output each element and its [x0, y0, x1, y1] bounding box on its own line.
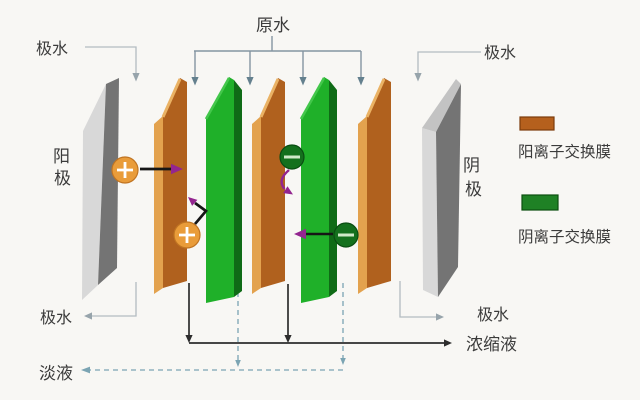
membrane-edge [154, 116, 163, 294]
membrane-edge [358, 116, 367, 294]
cation-pass-arrowhead [171, 163, 183, 175]
membrane-face [261, 78, 285, 288]
dilute-arrowheads [81, 358, 346, 374]
down-arrow-icon [340, 358, 346, 365]
membrane-top-edge [204, 77, 231, 120]
membrane-edge [329, 80, 337, 297]
membrane-face [206, 77, 234, 303]
raw-water-feed [194, 36, 362, 77]
down-arrow-icon [299, 77, 307, 86]
membrane-top-edge [299, 77, 326, 120]
concentrate-label: 浓缩液 [466, 335, 517, 354]
dilute-label: 淡液 [39, 364, 73, 383]
cation-ion-2 [173, 221, 201, 249]
anode-light-face [82, 84, 106, 300]
anion-pass-arrowhead [294, 228, 306, 240]
down-arrow-icon [414, 73, 422, 82]
polar-water-label-top-left: 极水 [36, 40, 68, 58]
cathode-dark-face [436, 84, 461, 297]
anion-blocked-arrow-shaft [280, 169, 290, 190]
anode-dark-face [98, 78, 119, 285]
raw-water-feed-arrowheads [191, 77, 365, 86]
plus-icon [179, 227, 195, 243]
cation-membrane-2 [252, 78, 285, 294]
legend [519, 116, 559, 211]
anode-rinse-outlet-line [92, 282, 137, 317]
dilute-flow [82, 283, 344, 371]
down-arrow-icon [191, 77, 199, 86]
anion-ion-2 [333, 222, 359, 248]
cathode-rinse-outlet-line [399, 281, 436, 318]
anode-label-char-2: 极 [54, 169, 71, 188]
down-arrow-icon [235, 360, 241, 367]
membrane-top-edge [365, 78, 386, 118]
cation-blocked-arrow-shaft [193, 201, 208, 225]
down-arrow-icon [132, 73, 140, 82]
right-arrow-icon [444, 339, 452, 347]
left-arrow-icon [81, 366, 90, 374]
anion-blocked-arrowhead [283, 186, 293, 195]
raw-water-label: 原水 [256, 16, 290, 35]
cathode-rinse-inlet-line [417, 51, 481, 73]
polar-water-label-bottom-left: 极水 [40, 309, 72, 327]
cathode-label-char-2: 极 [465, 180, 482, 199]
legend-anion-label: 阴离子交换膜 [518, 228, 611, 246]
anion-ion-1 [279, 144, 305, 170]
anion-membrane-2 [299, 77, 337, 303]
polar-water-label-bottom-right: 极水 [477, 306, 509, 324]
down-arrow-icon [185, 335, 193, 343]
cation-blocked-arrowhead [188, 197, 198, 206]
legend-anion-swatch [521, 194, 559, 211]
concentrate-arrowheads [185, 335, 452, 347]
anode-label-char-1: 阳 [53, 147, 70, 166]
plus-icon [117, 162, 133, 178]
legend-cation-swatch [519, 116, 555, 131]
left-arrow-icon [84, 312, 92, 320]
right-arrow-icon [436, 313, 444, 321]
anode-electrode [82, 78, 119, 300]
diagram-labels: 原水 极水 极水 极水 极水 阳 极 阴 极 淡液 浓缩液 阳离子交换膜 阴离子… [36, 16, 611, 383]
down-arrow-icon [357, 77, 365, 86]
anode-rinse-inlet-line [85, 46, 137, 73]
cathode-label-char-1: 阴 [463, 156, 480, 175]
membrane-edge [252, 116, 261, 294]
polar-water-label-top-right: 极水 [484, 44, 516, 62]
concentrate-flow [188, 283, 444, 344]
electrode-rinse-arrowheads [84, 73, 444, 321]
membrane-edge [234, 80, 242, 297]
electrode-rinse-lines [85, 46, 481, 318]
cation-ion-1 [111, 156, 139, 184]
legend-cation-label: 阳离子交换膜 [518, 143, 611, 161]
anion-membrane-1 [204, 77, 242, 303]
down-arrow-icon [246, 77, 254, 86]
cation-membrane-3 [358, 78, 391, 294]
down-arrow-icon [284, 335, 292, 343]
cathode-top-face [422, 79, 461, 132]
membrane-top-edge [161, 78, 182, 118]
membrane-face [301, 77, 329, 303]
cathode-electrode [422, 79, 461, 297]
membrane-top-edge [259, 78, 280, 118]
ion-arrows [140, 163, 333, 240]
cathode-light-face [422, 128, 438, 297]
membrane-face [367, 78, 391, 288]
